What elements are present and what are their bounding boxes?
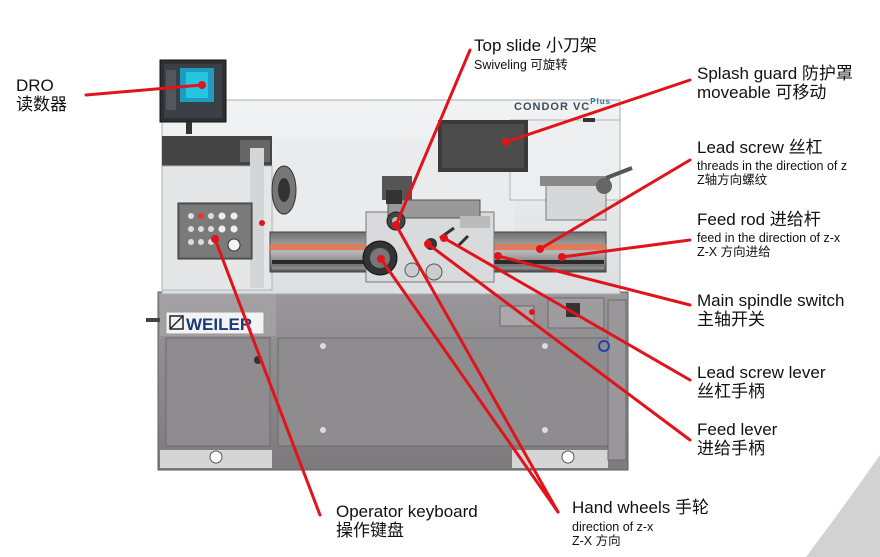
label-dro: DRO 读数器 [16,76,67,114]
leader-lines [84,48,692,517]
label-dro-line2: 读数器 [16,95,67,115]
model-logo: CONDOR VCPlus [514,97,611,113]
leader-lead-screw [538,158,692,251]
label-lead-screw: Lead screw 丝杠 threads in the direction o… [697,138,847,187]
label-main-spindle-switch-line1: Main spindle switch [697,291,845,310]
leader-hand-wheel-2 [394,223,560,514]
label-lead-screw-lever: Lead screw lever 丝杠手柄 [697,363,826,401]
label-top-slide-line1: Top slide 小刀架 [474,36,597,55]
label-feed-lever-line1: Feed lever [697,420,778,439]
label-operator-keyboard-line1: Operator keyboard [336,502,478,521]
label-hand-wheels-line2: direction of z-x [572,520,654,535]
label-hand-wheels-line3: Z-X 方向 [572,534,621,549]
label-lead-screw-line1: Lead screw 丝杠 [697,138,823,157]
label-splash-guard: Splash guard 防护罩 moveable 可移动 [697,64,853,102]
label-feed-rod-line3: Z-X 方向进给 [697,245,771,260]
leader-spindle-switch [496,254,692,307]
label-hand-wheels-line1: Hand wheels 手轮 [572,498,710,517]
leader-keyboard [213,237,322,517]
label-feed-rod-line2: feed in the direction of z-x [697,231,841,246]
chuck [271,165,297,215]
leader-lead-screw-lever [442,236,692,382]
label-lead-screw-lever-line1: Lead screw lever [697,363,826,382]
weiler-logo: WEILER [186,315,252,334]
label-lead-screw-line3: Z轴方向螺纹 [697,173,768,188]
label-feed-rod: Feed rod 进给杆 feed in the direction of z-… [697,210,840,259]
label-lead-screw-line2: threads in the direction of z [697,159,848,174]
label-dro-line1: DRO [16,76,54,95]
leader-splash-guard [504,78,692,144]
operator-panel [177,202,265,260]
label-lead-screw-lever-line2: 丝杠手柄 [697,382,765,402]
leader-top-slide [394,48,472,227]
label-operator-keyboard: Operator keyboard 操作键盘 [336,502,478,540]
background-swoosh [806,455,880,557]
brand-plate: WEILER [165,311,265,335]
label-splash-guard-line2: moveable 可移动 [697,83,827,103]
label-hand-wheels: Hand wheels 手轮 direction of z-x Z-X 方向 [572,498,709,548]
label-main-spindle-switch-line2: 主轴开关 [697,310,765,330]
label-main-spindle-switch: Main spindle switch 主轴开关 [697,291,844,329]
label-feed-lever-line2: 进给手柄 [697,439,765,459]
leader-feed-rod [560,238,692,259]
label-top-slide: Top slide 小刀架 Swiveling 可旋转 [474,36,597,72]
label-feed-lever: Feed lever 进给手柄 [697,420,777,458]
label-top-slide-line2: Swiveling 可旋转 [474,58,568,73]
leader-feed-lever [426,242,692,442]
leader-dro [84,83,204,97]
label-operator-keyboard-line2: 操作键盘 [336,521,404,541]
label-splash-guard-line1: Splash guard 防护罩 [697,64,853,83]
leader-hand-wheel-1 [379,257,560,514]
tailstock [540,166,633,221]
label-feed-rod-line1: Feed rod 进给杆 [697,210,821,229]
